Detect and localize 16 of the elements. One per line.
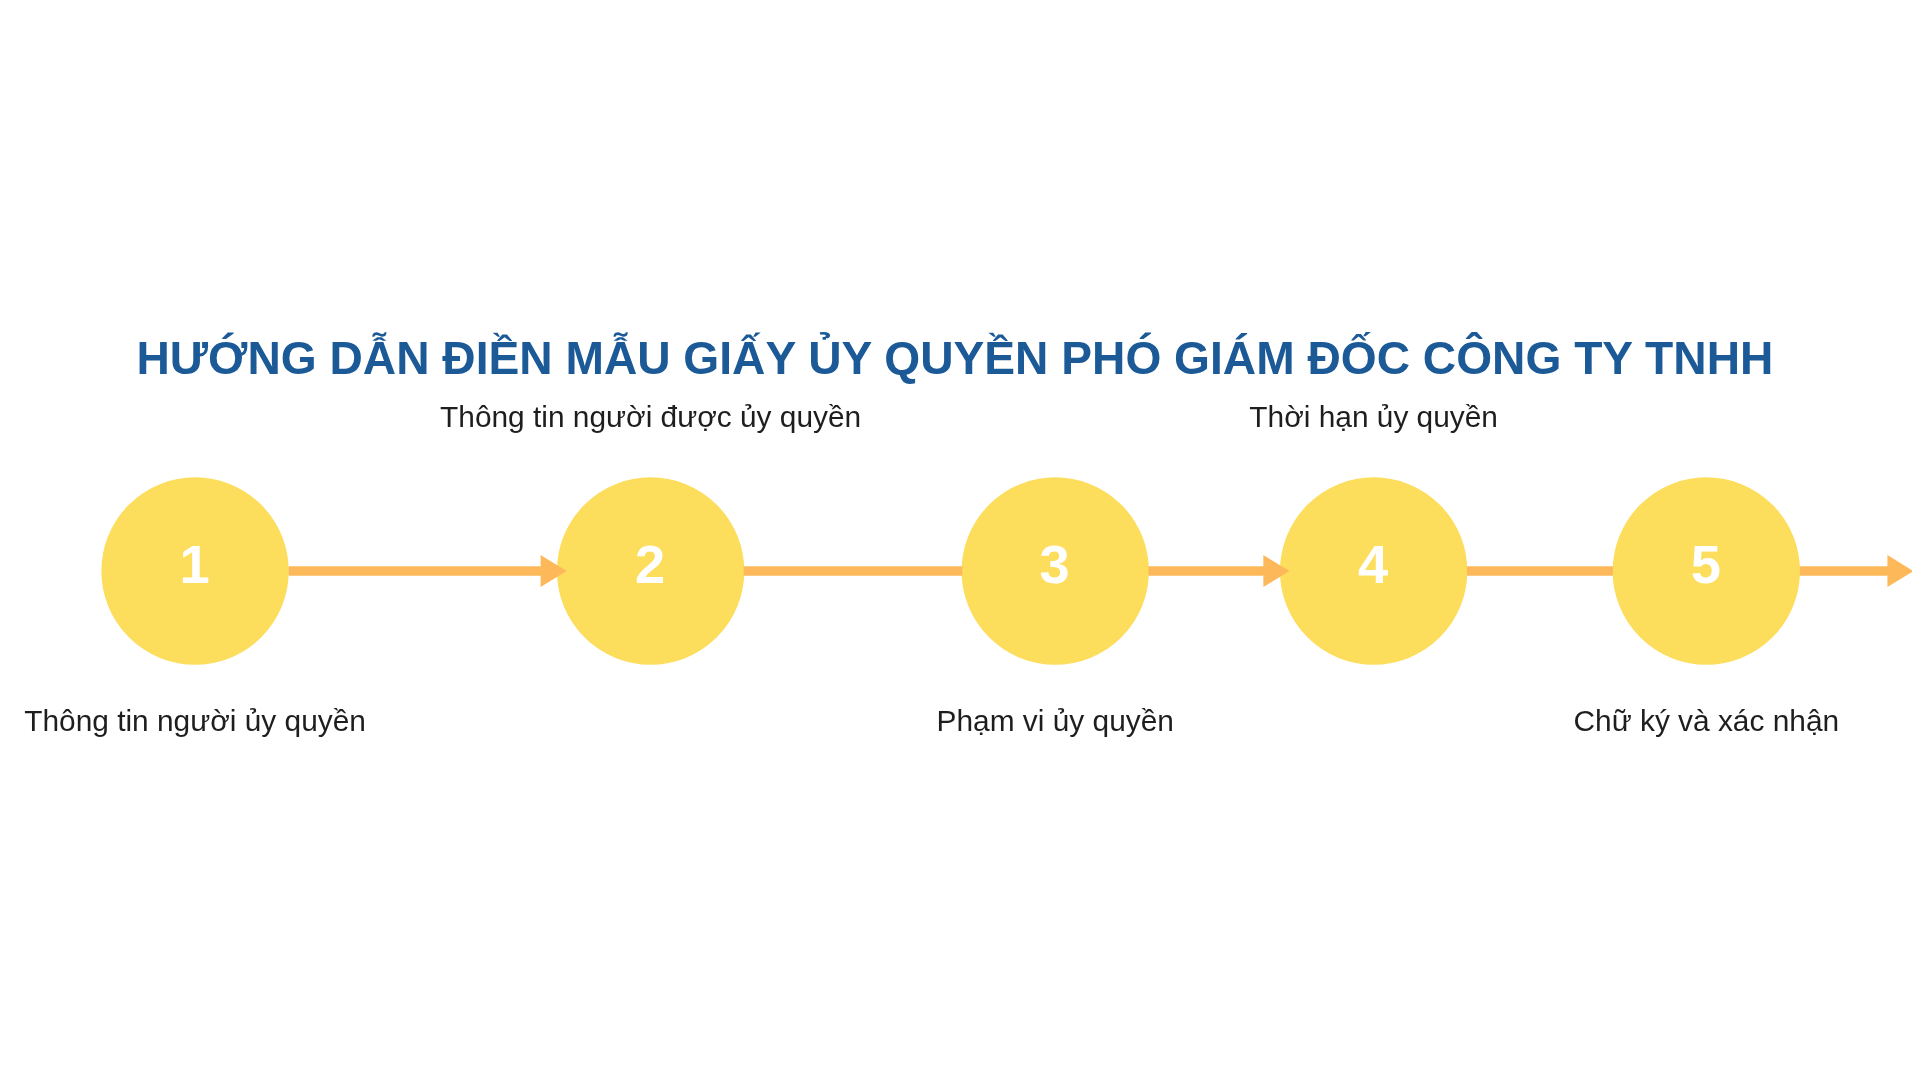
- node-label: Thời hạn ủy quyền: [1249, 399, 1498, 433]
- node-circle: 3: [961, 476, 1149, 665]
- node-label: Thông tin người được ủy quyền: [440, 399, 862, 433]
- arrow: [1799, 554, 1912, 587]
- node-label: Chữ ký và xác nhận: [1573, 703, 1840, 737]
- node-label: Thông tin người ủy quyền: [24, 703, 366, 737]
- node-circle: 1: [101, 476, 289, 665]
- connector: [743, 565, 963, 576]
- node-circle: 2: [556, 476, 745, 665]
- node-label: Phạm vi ủy quyền: [936, 703, 1174, 737]
- node-circle: 5: [1612, 476, 1800, 665]
- node-circle: 4: [1279, 476, 1468, 665]
- connector: [1466, 565, 1613, 576]
- arrow: [1148, 554, 1290, 587]
- arrow: [288, 554, 567, 587]
- diagram-title: HƯỚNG DẪN ĐIỀN MẪU GIẤY ỦY QUYỀN PHÓ GIÁM ĐỐC CÔNG TY TNHH: [136, 331, 1774, 384]
